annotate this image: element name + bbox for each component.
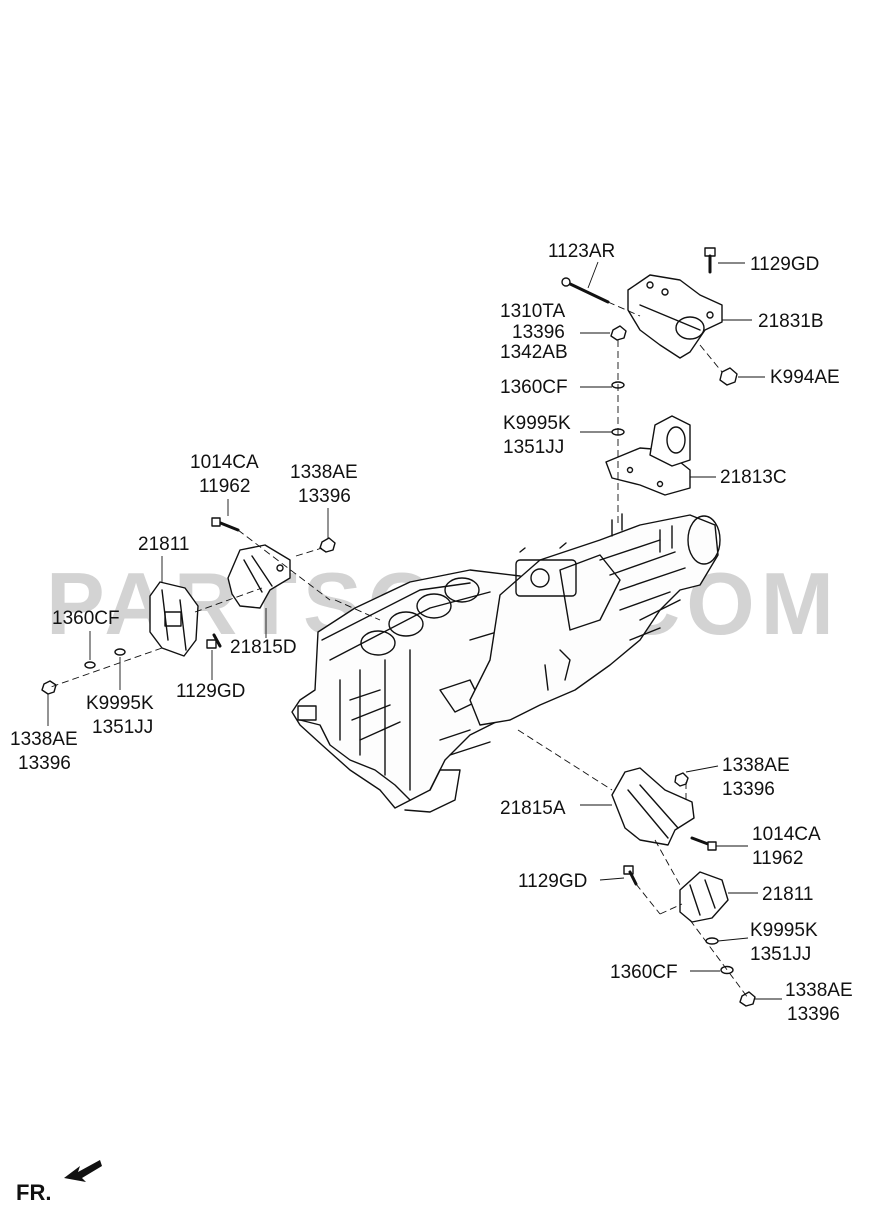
label-K9995K-left: K9995K	[86, 693, 154, 714]
label-K994AE: K994AE	[770, 367, 840, 388]
label-13396-left-top: 13396	[298, 486, 351, 507]
label-1338AE-right-bot: 1338AE	[785, 980, 853, 1001]
washer-1360CF-right	[720, 965, 734, 975]
nut-K994AE	[719, 367, 738, 386]
bolt-1129GD-left	[206, 633, 222, 649]
nut-1338AE-left-bot	[41, 680, 57, 695]
label-1338AE-right-top: 1338AE	[722, 755, 790, 776]
label-13396-top: 13396	[512, 322, 565, 343]
transmission-case	[469, 513, 721, 726]
mount-bracket-21815D	[227, 544, 291, 609]
label-1351JJ-right: 1351JJ	[750, 944, 812, 965]
label-1123AR: 1123AR	[548, 241, 616, 262]
label-1129GD-left: 1129GD	[176, 681, 246, 702]
label-21815A: 21815A	[500, 798, 566, 819]
label-1014CA-left: 1014CA	[190, 452, 259, 473]
label-13396-left-bot: 13396	[18, 753, 71, 774]
label-11962-right: 11962	[752, 848, 804, 869]
mount-bracket-21815A	[611, 767, 695, 846]
bolt-1129GD-right	[623, 865, 638, 886]
washer-K9995K-right	[705, 937, 719, 945]
label-21813C: 21813C	[720, 467, 787, 488]
label-K9995K-top: K9995K	[503, 413, 571, 434]
label-1129GD-top: 1129GD	[750, 254, 820, 275]
bolt-1014CA-right	[690, 836, 717, 851]
label-1360CF-top: 1360CF	[500, 377, 568, 398]
nut-1338AE-left-top	[319, 537, 336, 553]
label-1360CF-left: 1360CF	[52, 608, 120, 629]
washer-1360CF-left	[84, 661, 96, 669]
label-1338AE-left-bot: 1338AE	[10, 729, 78, 750]
label-1338AE-left-top: 1338AE	[290, 462, 358, 483]
label-21811-right: 21811	[762, 884, 814, 905]
bolt-1129GD-top	[704, 247, 716, 274]
label-1351JJ-top: 1351JJ	[503, 437, 565, 458]
leader-lines	[47, 261, 782, 1000]
washer-K9995K-left	[114, 648, 126, 656]
label-21831B: 21831B	[758, 311, 824, 332]
assembly-lines	[47, 301, 749, 999]
label-1310TA: 1310TA	[500, 301, 566, 322]
label-13396-right-top: 13396	[722, 779, 775, 800]
mount-insulator-21811-right	[679, 871, 729, 923]
label-21811-left: 21811	[138, 534, 190, 555]
label-1360CF-right: 1360CF	[610, 962, 678, 983]
label-1351JJ-left: 1351JJ	[92, 717, 154, 738]
nut-1310TA	[610, 325, 627, 341]
mount-bracket-21831B	[627, 274, 723, 359]
front-direction-arrow	[64, 1160, 102, 1182]
front-orientation-label: FR.	[16, 1180, 52, 1205]
label-11962-left: 11962	[199, 476, 251, 497]
label-13396-right-bot: 13396	[787, 1004, 840, 1025]
bolt-1123AR	[561, 277, 610, 304]
label-K9995K-right: K9995K	[750, 920, 818, 941]
label-1342AB: 1342AB	[500, 342, 568, 363]
nut-1338AE-right-bot	[739, 991, 756, 1007]
label-1014CA-right: 1014CA	[752, 824, 821, 845]
label-21815D: 21815D	[230, 637, 297, 658]
label-1129GD-right: 1129GD	[518, 871, 588, 892]
bolt-1014CA-left	[211, 517, 240, 532]
mount-insulator-21811-left	[149, 581, 199, 657]
mount-insulator-21813C	[605, 415, 691, 496]
